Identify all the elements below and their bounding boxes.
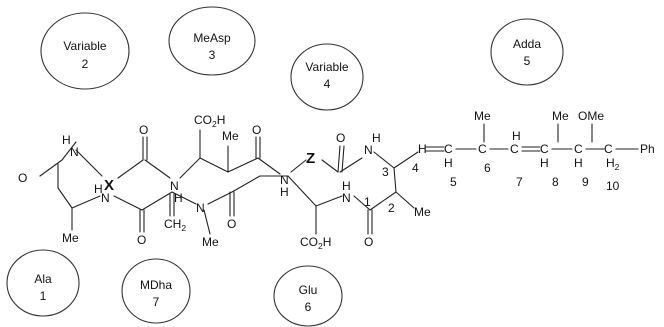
position-number: 4 <box>412 161 419 175</box>
hydrogen-label: H <box>342 179 351 193</box>
nitrogen-label: N <box>280 173 289 187</box>
unit-number: 7 <box>153 295 160 309</box>
unit-number: 4 <box>324 77 331 91</box>
carbon-label: C <box>574 142 583 156</box>
unit-variable-2: Variable 2 <box>40 12 130 90</box>
oxygen-label: O <box>252 123 261 137</box>
oxygen-label: O <box>18 171 27 185</box>
co2h-label-bottom: CO2H <box>300 235 331 251</box>
unit-adda-5: Adda 5 <box>490 18 564 86</box>
bonds-upper-chain <box>61 129 395 179</box>
phenyl-label: Ph <box>640 142 655 156</box>
position-number: 3 <box>382 165 389 179</box>
hydrogen-label: H <box>174 191 183 205</box>
oxygen-label: O <box>137 233 146 247</box>
co2h-label-top: CO2H <box>194 113 225 129</box>
nitrogen-label: N <box>342 191 351 205</box>
methyl-label: Me <box>202 235 219 249</box>
hydrogen-label: H <box>94 182 103 196</box>
oxygen-label: O <box>139 123 148 137</box>
unit-number: 1 <box>40 289 47 303</box>
unit-glu-6: Glu 6 <box>273 265 343 327</box>
hydrogen-label: H <box>62 133 71 147</box>
hydrogen-label: H <box>280 185 289 199</box>
unit-measp-3: MeAsp 3 <box>168 6 256 76</box>
hydrogen-label: H <box>512 129 521 143</box>
nitrogen-label: N <box>364 143 373 157</box>
position-numbering: 1 2 3 4 5 6 7 8 9 10 <box>364 161 620 215</box>
unit-label: Variable <box>305 60 348 74</box>
z-variable-label: Z <box>306 150 315 167</box>
oxygen-label: O <box>227 217 236 231</box>
methyl-label: Me <box>474 109 491 123</box>
bonds-lower-chain <box>39 159 415 235</box>
unit-label: Glu <box>299 283 318 297</box>
nitrogen-label: N <box>101 191 110 205</box>
carbon-label: C <box>444 142 453 156</box>
ch2-label: CH2 <box>164 217 186 233</box>
carbon-label: C <box>510 142 519 156</box>
methyl-label: Me <box>62 231 79 245</box>
hydrogen-label: H <box>574 156 583 170</box>
unit-number: 2 <box>82 57 89 71</box>
bonds-adda-chain <box>393 123 639 169</box>
nitrogen-label: N <box>196 201 205 215</box>
unit-label: MDha <box>140 278 172 292</box>
hydrogen-label: H <box>372 131 381 145</box>
methoxy-label: OMe <box>578 109 604 123</box>
nitrogen-label: N <box>170 179 179 193</box>
methyl-label: Me <box>552 109 569 123</box>
position-number: 9 <box>582 175 589 189</box>
position-number: 8 <box>552 175 559 189</box>
position-number: 10 <box>606 179 620 193</box>
unit-label: Adda <box>513 37 541 51</box>
x-variable-label: X <box>104 177 114 194</box>
oxygen-label: O <box>364 235 373 249</box>
unit-ala-1: Ala 1 <box>6 249 80 317</box>
hydrogen-label: H <box>444 156 453 170</box>
oxygen-label: O <box>336 131 345 145</box>
position-number: 7 <box>516 175 523 189</box>
carbon-label: C <box>604 142 613 156</box>
unit-label: Ala <box>34 272 52 286</box>
position-number: 5 <box>450 175 457 189</box>
unit-number: 5 <box>524 54 531 68</box>
position-number: 2 <box>388 201 395 215</box>
nitrogen-label: N <box>70 145 79 159</box>
position-number: 1 <box>364 195 371 209</box>
unit-mdha-7: MDha 7 <box>121 258 191 324</box>
methyl-label: Me <box>414 205 431 219</box>
atom-labels: CO2H O O O Me H N X N H N H Z N H H C H … <box>18 109 655 251</box>
carbon-label: C <box>478 142 487 156</box>
unit-number: 6 <box>305 300 312 314</box>
hydrogen-label: H <box>540 156 549 170</box>
h2-label: H2 <box>606 156 620 172</box>
hydrogen-label: H <box>418 142 427 156</box>
unit-label: MeAsp <box>193 31 231 45</box>
unit-label: Variable <box>63 39 106 53</box>
unit-number: 3 <box>209 48 216 62</box>
unit-variable-4: Variable 4 <box>290 43 364 111</box>
carbon-label: C <box>540 142 549 156</box>
methyl-label: Me <box>222 129 239 143</box>
position-number: 6 <box>484 161 491 175</box>
